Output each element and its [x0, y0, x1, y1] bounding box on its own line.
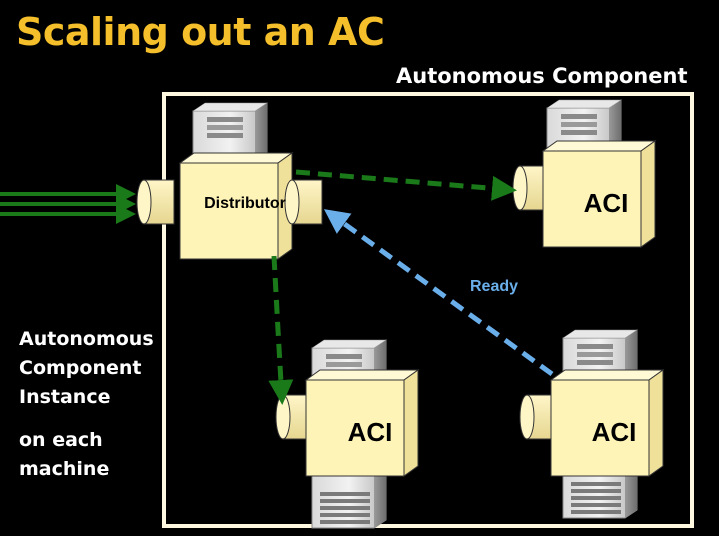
side-note-line: machine — [19, 458, 110, 480]
aci-bottom-left-label: ACI — [348, 417, 393, 447]
distributor-output-port — [284, 179, 323, 225]
side-note-line: Component — [19, 357, 142, 379]
dispatch-arrow-bottom — [268, 255, 294, 405]
distributor-input-port — [136, 179, 175, 225]
incoming-arrows — [0, 184, 136, 224]
ready-arrow — [323, 209, 554, 377]
component-box-label: Autonomous Component — [396, 64, 688, 88]
side-note-block-b: on each machine — [19, 426, 109, 484]
component-boundary-box — [162, 92, 694, 528]
side-note-line: Autonomous — [19, 328, 154, 350]
ready-label: Ready — [470, 278, 518, 295]
aci-bottom-right-label: ACI — [592, 417, 637, 447]
aci-top-label: ACI — [584, 188, 629, 218]
distributor-label: Distributor — [204, 195, 286, 212]
distributor-node: Distributor — [136, 152, 323, 260]
side-note-line: Instance — [19, 386, 111, 408]
side-note-block-a: Autonomous Component Instance — [19, 325, 154, 412]
aci-node-bottom-right: ACI — [519, 369, 664, 477]
slide-title: Scaling out an AC — [16, 10, 385, 54]
aci-node-top: ACI — [512, 140, 656, 248]
side-note-line: on each — [19, 429, 103, 451]
aci-node-bottom-left: ACI — [275, 369, 419, 477]
dispatch-arrow-top — [295, 169, 517, 201]
